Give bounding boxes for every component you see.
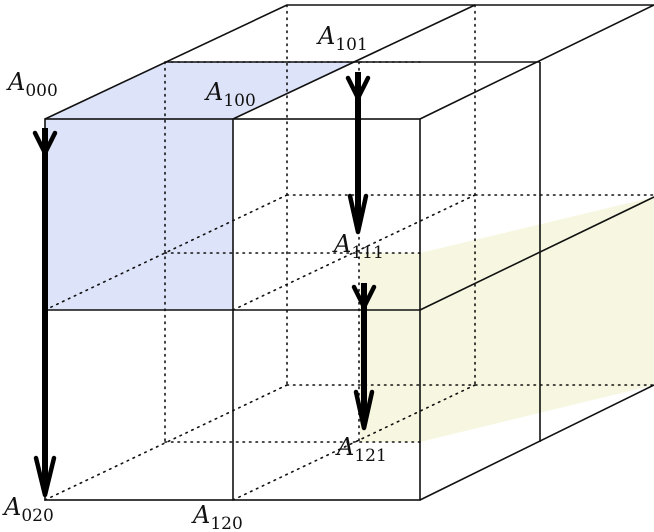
label-a121: A121 xyxy=(335,433,387,466)
blue-top-face xyxy=(45,119,233,310)
label-a120: A120 xyxy=(191,501,243,532)
arrow-a000-to-a020 xyxy=(32,128,58,498)
hidden-edges xyxy=(44,4,654,501)
label-a000: A000 xyxy=(6,68,58,101)
yellow-side-slab xyxy=(360,197,654,442)
label-a101: A101 xyxy=(316,22,368,55)
top-face-edges xyxy=(44,4,654,120)
blue-top-slab xyxy=(45,62,353,119)
arrow-a101-to-a111 xyxy=(345,72,371,235)
label-a100: A100 xyxy=(204,78,256,111)
right-face-edges xyxy=(419,62,654,501)
label-a111: A111 xyxy=(332,230,384,263)
label-a020: A020 xyxy=(2,493,54,526)
arrow-a111-to-a121 xyxy=(351,283,377,431)
